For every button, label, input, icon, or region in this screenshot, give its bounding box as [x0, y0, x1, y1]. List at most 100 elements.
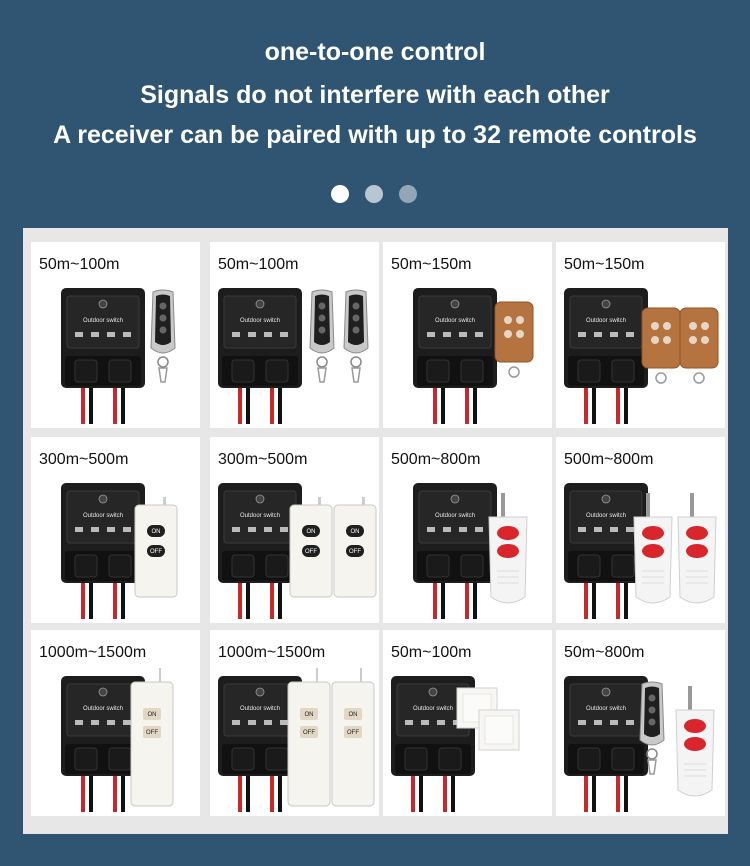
cable-gland — [460, 359, 484, 383]
terminal-marker — [280, 527, 288, 532]
carousel-dot[interactable] — [331, 185, 349, 203]
carousel-dot[interactable] — [399, 185, 417, 203]
terminal-marker — [280, 332, 288, 337]
red-button-antenna-remote — [633, 493, 673, 604]
fob-button — [648, 706, 656, 714]
terminal-marker — [610, 332, 618, 337]
keyring — [655, 372, 667, 384]
cable-gland — [460, 554, 484, 578]
cable-gland — [265, 359, 289, 383]
red-wire — [238, 388, 242, 424]
black-wire — [278, 583, 282, 619]
antenna — [318, 497, 321, 505]
gold-four-button-remote — [494, 301, 534, 378]
cable-gland — [231, 747, 255, 771]
remote-shell — [488, 516, 528, 604]
cable-gland — [426, 554, 450, 578]
black-wire — [246, 388, 250, 424]
cable-gland — [611, 359, 635, 383]
terminal-marker — [475, 527, 483, 532]
receiver-title: Outdoor switch — [413, 706, 453, 712]
receiver-title: Outdoor switch — [586, 318, 626, 324]
terminal-marker — [232, 527, 240, 532]
cable-gland — [426, 359, 450, 383]
off-button — [302, 545, 320, 557]
range-label: 50m~800m — [564, 644, 645, 661]
receiver-title: Outdoor switch — [240, 318, 280, 324]
on-button — [147, 525, 165, 537]
antenna — [360, 668, 362, 682]
power-icon — [255, 687, 265, 697]
black-wire — [624, 776, 628, 812]
red-button — [642, 526, 664, 540]
receiver-switch: Outdoor switch — [564, 288, 648, 424]
off-button — [300, 726, 318, 738]
terminal-marker — [91, 720, 99, 725]
terminal-marker — [123, 527, 131, 532]
remote-button — [516, 316, 524, 324]
terminal-marker — [594, 332, 602, 337]
product-illustration: Outdoor switch — [218, 288, 369, 424]
terminal-marker — [107, 527, 115, 532]
power-icon — [255, 299, 265, 309]
terminal-marker — [91, 527, 99, 532]
remote-shell — [679, 307, 719, 369]
cable-gland — [265, 554, 289, 578]
black-wire — [624, 583, 628, 619]
range-label: 500m~800m — [564, 451, 654, 468]
terminal-marker — [578, 527, 586, 532]
range-label: 50m~150m — [391, 256, 472, 273]
red-wire — [113, 388, 117, 424]
red-button-antenna-remote — [675, 686, 715, 797]
red-wire — [443, 776, 447, 812]
cable-gland — [74, 359, 98, 383]
receiver-title: Outdoor switch — [83, 706, 123, 712]
terminal-marker — [248, 720, 256, 725]
off-label: OFF — [150, 549, 162, 555]
receiver-title: Outdoor switch — [240, 706, 280, 712]
red-wire — [584, 388, 588, 424]
product-illustration: Outdoor switch — [391, 676, 520, 812]
receiver-switch: Outdoor switch — [61, 676, 145, 812]
receiver-switch: Outdoor switch — [218, 676, 302, 812]
receiver-title: Outdoor switch — [435, 513, 475, 519]
product-illustration: Outdoor switch — [564, 288, 719, 424]
terminal-marker — [427, 527, 435, 532]
red-wire — [465, 583, 469, 619]
off-label: OFF — [303, 730, 315, 736]
red-button-antenna-remote — [488, 493, 528, 604]
carousel-dot[interactable] — [365, 185, 383, 203]
terminal-marker — [610, 527, 618, 532]
fob-button — [318, 302, 326, 310]
terminal-marker — [610, 720, 618, 725]
keyring — [646, 748, 658, 760]
keyring — [157, 356, 169, 368]
key-clip — [647, 759, 657, 775]
terminal-marker — [475, 332, 483, 337]
terminal-marker — [427, 332, 435, 337]
range-label: 500m~800m — [391, 451, 481, 468]
off-label: OFF — [305, 549, 317, 555]
receiver-title: Outdoor switch — [435, 318, 475, 324]
terminal-marker — [232, 720, 240, 725]
red-button — [686, 526, 708, 540]
black-wire — [451, 776, 455, 812]
carousel-dots — [331, 185, 417, 203]
headline-pairing-capacity: A receiver can be paired with up to 32 r… — [53, 121, 697, 149]
red-button — [686, 544, 708, 558]
cable-gland — [404, 747, 428, 771]
